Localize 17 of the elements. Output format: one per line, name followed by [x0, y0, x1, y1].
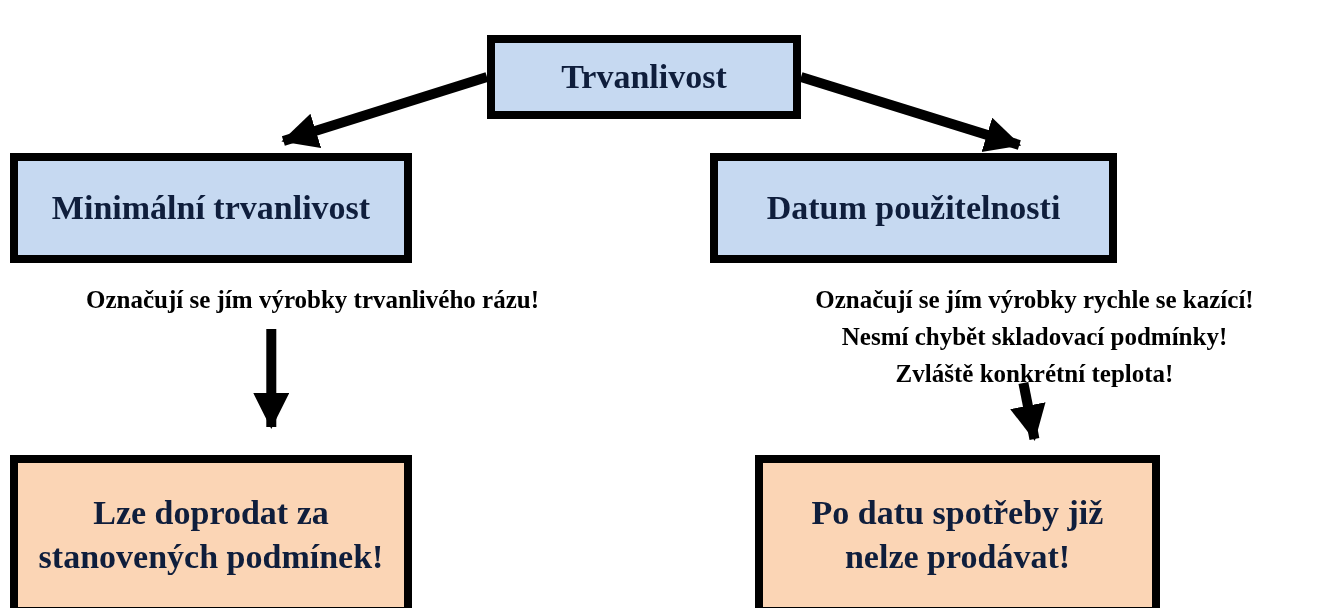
- box-label: Minimální trvanlivost: [50, 187, 372, 228]
- note-text: Nesmí chybět skladovací podmínky!: [840, 322, 1229, 352]
- category-box: [487, 35, 801, 119]
- note-text: Zvláště konkrétní teplota!: [894, 359, 1175, 389]
- box-label: Trvanlivost: [560, 56, 728, 97]
- note-text: Označují se jím výrobky rychle se kazící!: [814, 285, 1255, 315]
- arrow: [1010, 382, 1046, 441]
- box-label: Po datu spotřeby již nelze prodávat!: [810, 492, 1105, 577]
- result-box: [755, 455, 1160, 608]
- category-box: [10, 153, 412, 263]
- box-label: Lze doprodat za stanovených podmínek!: [37, 492, 385, 577]
- arrow: [253, 329, 290, 429]
- box-label: Datum použitelnosti: [765, 187, 1062, 228]
- category-box: [710, 153, 1117, 263]
- result-box: [10, 455, 412, 608]
- note-text: Označují se jím výrobky trvanlivého rázu!: [85, 285, 540, 315]
- arrow: [281, 72, 489, 148]
